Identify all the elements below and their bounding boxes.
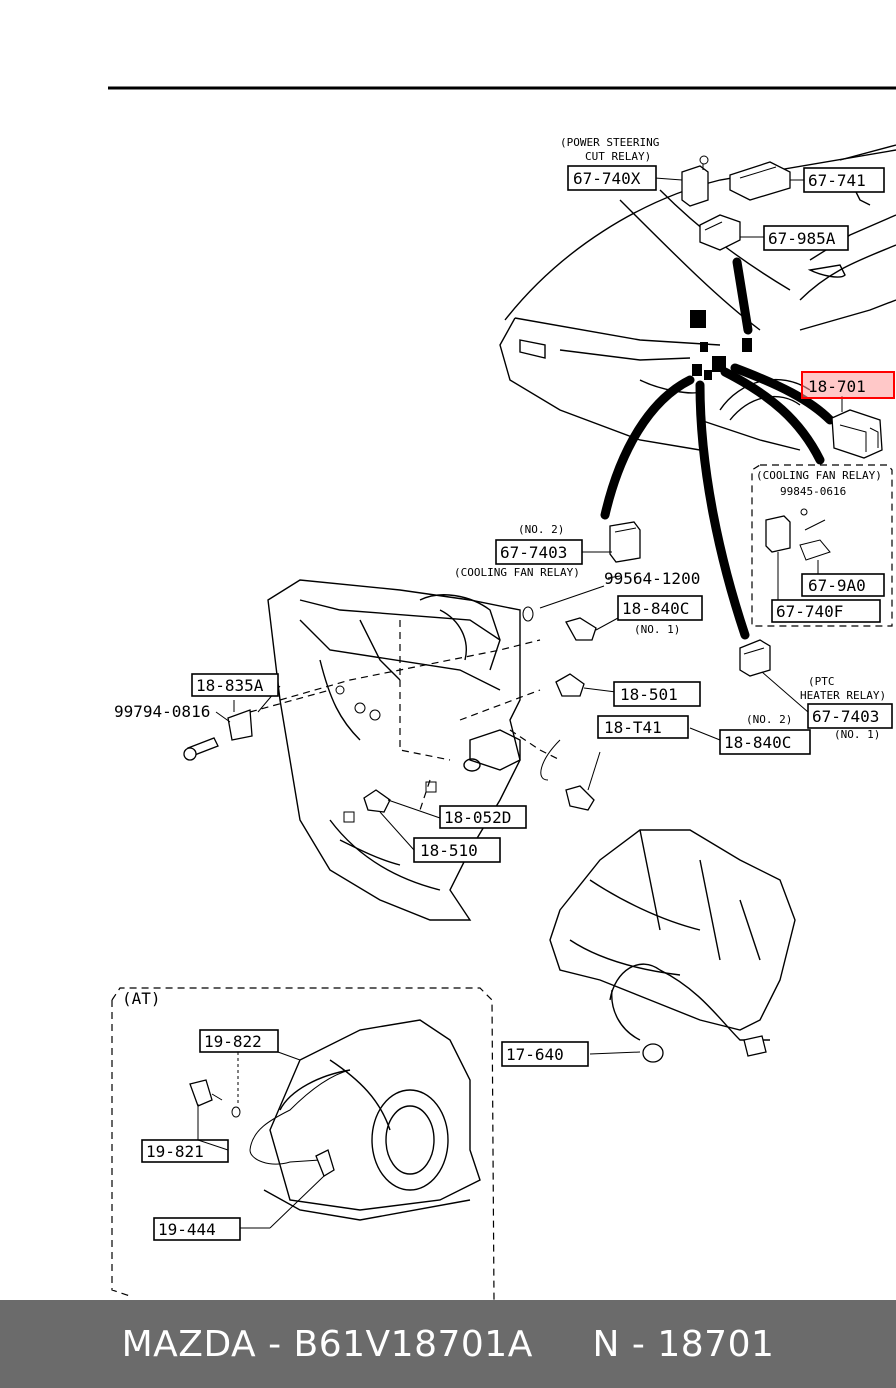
sensor-18-510-part (343, 781, 441, 851)
at-transmission-illustration (189, 1019, 481, 1229)
coolant-sensor-18-840c-part (522, 606, 619, 641)
part-number-18-501: 18-501 (620, 685, 678, 704)
at-note: (AT) (122, 989, 161, 1008)
cooling-fan-relay-no2-part (582, 521, 641, 563)
cooling-fan-relay-note-2: (COOLING FAN RELAY) (454, 566, 580, 579)
no1-note-b: (NO. 1) (834, 728, 880, 741)
part-number-67-740f: 67-740F (776, 602, 843, 621)
relay-18-701-part (831, 396, 883, 459)
part-box-17-640[interactable] (501, 1041, 589, 1067)
junction-blocks (690, 310, 752, 380)
part-box-18-840c-a[interactable] (617, 595, 703, 621)
part-number-18-701: 18-701 (808, 377, 866, 396)
part-number-18-t41: 18-T41 (604, 718, 662, 737)
part-number-18-835a: 18-835A (196, 676, 264, 695)
part-box-19-821[interactable] (141, 1139, 229, 1163)
cooling-fan-relay-note: (COOLING FAN RELAY) (756, 469, 882, 482)
part-number-18-052d: 18-052D (444, 808, 511, 827)
part-number-18-840c-a: 18-840C (622, 599, 689, 618)
part-number-67-985a: 67-985A (768, 229, 836, 248)
part-number-19-821: 19-821 (146, 1142, 204, 1161)
part-number-19-444: 19-444 (158, 1220, 216, 1239)
footer-part-caption: MAZDA - B61V18701A N - 18701 (121, 1323, 775, 1365)
part-box-67-7403-a[interactable] (495, 539, 583, 565)
part-number-18-510: 18-510 (420, 841, 478, 860)
part-number-67-740x: 67-740X (573, 169, 641, 188)
part-number-67-741: 67-741 (808, 171, 866, 190)
part-number-99845-0616: 99845-0616 (780, 485, 846, 498)
part-box-67-741[interactable] (803, 167, 885, 193)
power-steering-note-2: CUT RELAY) (585, 150, 651, 163)
part-number-19-822: 19-822 (204, 1032, 262, 1051)
power-steering-relay-part (681, 155, 709, 207)
ptc-heater-relay-part (739, 639, 809, 713)
part-box-19-822[interactable] (199, 1029, 279, 1053)
no2-note-b: (NO. 2) (746, 713, 792, 726)
part-box-18-510[interactable] (413, 837, 501, 863)
relay-67-985a-part (699, 214, 741, 251)
bracket-18-835a-part (183, 700, 253, 761)
at-group-box (111, 987, 495, 1300)
parts-diagram: (POWER STEERING CUT RELAY) 67-740X 67-74… (108, 86, 896, 1300)
power-steering-note: (POWER STEERING (560, 136, 659, 149)
engine-block-illustration (249, 579, 561, 921)
part-box-18-t41[interactable] (597, 715, 689, 739)
ptc-note: (PTC (808, 675, 835, 688)
part-box-18-701-highlighted[interactable] (801, 371, 895, 399)
part-number-67-7403-b: 67-7403 (812, 707, 879, 726)
leader-arcs (600, 257, 835, 640)
part-box-67-9a0[interactable] (801, 573, 885, 597)
transmission-illustration (549, 829, 796, 1063)
part-box-18-835a[interactable] (191, 673, 279, 697)
part-box-18-840c-b[interactable] (719, 729, 811, 755)
sensor-18-501-part (555, 673, 617, 697)
footer-bar: MAZDA - B61V18701A N - 18701 (0, 1300, 896, 1388)
part-box-67-985a[interactable] (763, 225, 849, 251)
no2-note-a: (NO. 2) (518, 523, 564, 536)
part-number-99794-0816: 99794-0816 (114, 702, 210, 721)
cooling-fan-relay-group-box (751, 464, 893, 627)
part-box-18-052d[interactable] (439, 805, 527, 829)
car-body-illustration (499, 144, 896, 451)
label-leaders (215, 177, 804, 1052)
relay-67-741-part (729, 161, 791, 201)
part-box-19-444[interactable] (153, 1217, 241, 1241)
sensor-18-840c-no2-part (540, 739, 601, 811)
part-number-17-640: 17-640 (506, 1045, 564, 1064)
part-box-67-740x[interactable] (567, 165, 657, 191)
no1-note-a: (NO. 1) (634, 623, 680, 636)
part-number-99564-1200: 99564-1200 (604, 569, 700, 588)
part-number-18-840c-b: 18-840C (724, 733, 791, 752)
part-box-67-7403-b[interactable] (807, 703, 893, 729)
part-number-67-7403-a: 67-7403 (500, 543, 567, 562)
part-number-67-9a0: 67-9A0 (808, 576, 866, 595)
part-box-67-740f[interactable] (771, 599, 881, 623)
part-box-18-501[interactable] (613, 681, 701, 707)
ptc-note-2: HEATER RELAY) (800, 689, 886, 702)
